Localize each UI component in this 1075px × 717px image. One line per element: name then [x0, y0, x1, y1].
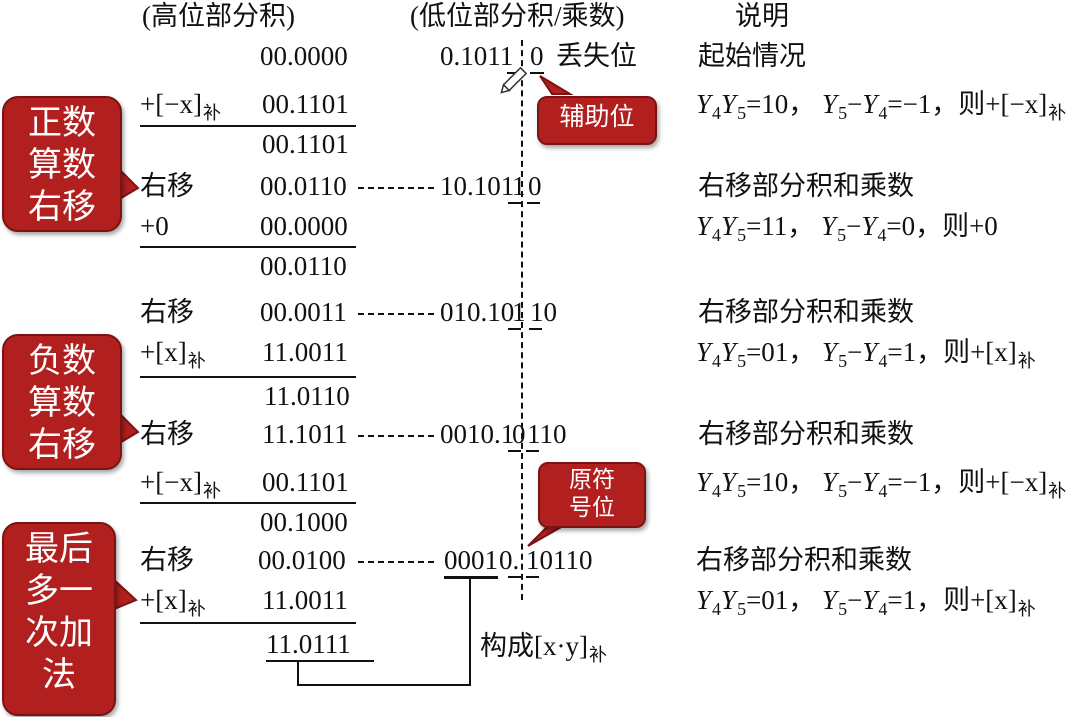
callout-last-add-text: 最后 多一 次加 法 — [25, 529, 93, 695]
r9-high: 11.0011 — [262, 585, 348, 615]
r3-high: 00.0000 — [260, 211, 348, 241]
callout-aux-bit-text: 辅助位 — [559, 102, 635, 131]
r5-desc: Y4Y5=01， Y5−Y4=1，则+[x]补 — [696, 337, 1036, 371]
r7-desc: Y4Y5=10， Y5−Y4=−1，则+[−x]补 — [696, 467, 1067, 501]
r6-aux: 0 — [512, 419, 526, 449]
r0-underline-low — [507, 72, 521, 74]
r5-op: +[x]补 — [140, 337, 206, 371]
r8-underline-result — [444, 576, 498, 579]
callout-positive-text: 正数 算数 右移 — [28, 103, 96, 227]
r4-low: 010.10 — [440, 297, 515, 327]
r8-op: 右移 — [140, 545, 194, 575]
r0-high: 00.0000 — [260, 41, 348, 71]
r9-sum: 11.0111 — [266, 629, 351, 659]
r2-op: 右移 — [140, 171, 194, 201]
r4-underline-b — [529, 328, 542, 330]
sum-rule — [140, 246, 356, 248]
r2-underline-a — [508, 202, 521, 204]
callout-negative-text: 负数 算数 右移 — [28, 341, 96, 465]
r5-sum: 11.0110 — [264, 381, 350, 411]
r0-aux: 0 — [530, 41, 544, 71]
r0-underline-aux — [530, 72, 544, 74]
r2-aux2: 0 — [528, 171, 542, 201]
aux-bit-divider — [521, 40, 523, 600]
r9-op: +[x]补 — [140, 585, 206, 619]
r4-aux2: 10 — [530, 297, 557, 327]
r0-desc: 起始情况 — [698, 41, 806, 71]
r2-connector — [358, 187, 434, 189]
r3-op: +0 — [140, 211, 169, 241]
r8-aux2: 10110 — [526, 545, 593, 575]
r4-connector — [358, 313, 434, 315]
header-low: (低位部分积/乘数) — [410, 1, 625, 31]
r4-aux: 1 — [512, 297, 526, 327]
r2-high: 00.0110 — [260, 171, 347, 201]
r6-aux2: 110 — [527, 419, 567, 449]
r8-desc: 右移部分积和乘数 — [696, 545, 912, 575]
header-desc: 说明 — [735, 1, 789, 31]
sum-rule — [140, 502, 356, 504]
r6-low: 0010.1 — [440, 419, 515, 449]
r7-sum: 00.1000 — [260, 507, 348, 537]
callout-positive: 正数 算数 右移 — [2, 96, 122, 232]
r1-sum: 00.1101 — [262, 129, 349, 159]
sum-rule — [140, 622, 356, 624]
r6-op: 右移 — [140, 419, 194, 449]
r0-aux-label: 丢失位 — [556, 41, 637, 71]
header-high: (高位部分积) — [142, 1, 295, 31]
r8-connector — [358, 561, 434, 563]
r8-low: 0001 — [444, 545, 498, 575]
result-label: 构成[x·y]补 — [480, 631, 607, 665]
callout-negative: 负数 算数 右移 — [2, 334, 122, 470]
sum-rule — [140, 376, 356, 378]
r7-high: 00.1101 — [262, 467, 349, 497]
sum-rule — [140, 125, 356, 127]
r3-desc: Y4Y5=11， Y5−Y4=0，则+0 — [696, 211, 998, 245]
r1-op: +[−x]补 — [140, 89, 221, 123]
r2-underline-b — [527, 202, 540, 204]
r6-high: 11.1011 — [262, 419, 348, 449]
r4-op: 右移 — [140, 297, 194, 327]
r2-aux: 1 — [512, 171, 526, 201]
callout-aux-bit: 辅助位 — [537, 96, 657, 145]
r3-sum: 00.0110 — [260, 251, 347, 281]
r2-desc: 右移部分积和乘数 — [698, 171, 914, 201]
r8-high: 00.0100 — [258, 545, 346, 575]
r8-underline-a — [508, 576, 521, 578]
r4-underline-a — [508, 328, 521, 330]
r0-low: 0.1011 — [440, 41, 514, 71]
callout-last-add: 最后 多一 次加 法 — [2, 522, 116, 716]
callout-sign-bit: 原符 号位 — [538, 462, 646, 528]
r6-connector — [358, 435, 434, 437]
r7-op: +[−x]补 — [140, 467, 221, 501]
r6-underline-a — [508, 450, 521, 452]
r1-desc: Y4Y5=10， Y5−Y4=−1，则+[−x]补 — [696, 89, 1067, 123]
r4-desc: 右移部分积和乘数 — [698, 297, 914, 327]
r9-desc: Y4Y5=01， Y5−Y4=1，则+[x]补 — [696, 585, 1036, 619]
r2-low: 10.101 — [440, 171, 515, 201]
r6-desc: 右移部分积和乘数 — [698, 419, 914, 449]
r8-underline-b — [526, 576, 539, 578]
r6-underline-b — [526, 450, 539, 452]
r5-high: 11.0011 — [262, 337, 348, 367]
r1-high: 00.1101 — [262, 89, 349, 119]
callout-sign-bit-text: 原符 号位 — [569, 467, 615, 521]
r4-high: 00.0011 — [260, 297, 347, 327]
r8-low2: 0. — [499, 545, 520, 575]
r9-sum-underline — [266, 660, 374, 662]
